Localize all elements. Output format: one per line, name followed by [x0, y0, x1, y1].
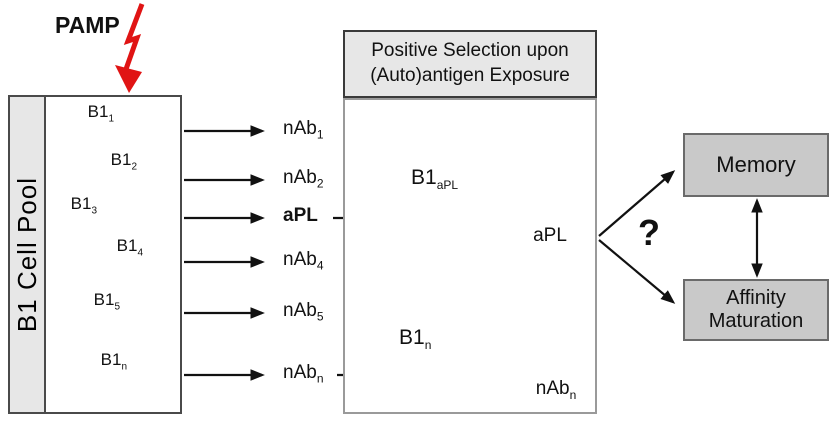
- arrow-to-affinity: [598, 239, 676, 304]
- selection-title-line1: Positive Selection upon: [371, 40, 569, 62]
- selection-title-line2: (Auto)antigen Exposure: [370, 65, 570, 86]
- b1-cell-pool-box: B1 Cell Pool: [8, 95, 182, 414]
- cluster-label-b1-n: B1n: [399, 326, 432, 353]
- secretion-arrows: [184, 125, 265, 381]
- cluster-label-b1-apl: B1aPL: [411, 166, 459, 193]
- antibody-label-nabn: nAbn: [535, 378, 577, 402]
- cell-label-b1-n: B1n: [100, 350, 127, 373]
- memory-label: Memory: [716, 152, 796, 177]
- secretion-label-nab4: nAb4: [283, 248, 324, 273]
- question-mark-label: ?: [638, 212, 660, 253]
- cell-label-b1-1: B11: [87, 102, 114, 125]
- secretion-label-nab2: nAb2: [283, 166, 324, 191]
- positive-selection-title-box: Positive Selection upon (Auto)antigen Ex…: [343, 30, 597, 98]
- antibody-label-apl: aPL: [533, 225, 567, 246]
- secretion-label-nab1: nAb1: [283, 117, 324, 142]
- positive-selection-box: [343, 98, 597, 414]
- cell-label-b1-4: B14: [116, 236, 143, 259]
- memory-box: Memory: [683, 133, 829, 197]
- secretion-label-apl: aPL: [283, 204, 318, 226]
- secretion-label-nab5: nAb5: [283, 299, 324, 324]
- cell-label-b1-5: B15: [93, 290, 120, 313]
- secretion-label-nabn: nAbn: [283, 361, 324, 386]
- pool-title: B1 Cell Pool: [11, 176, 42, 333]
- affinity-maturation-box: Affinity Maturation: [683, 279, 829, 341]
- pool-title-strip: B1 Cell Pool: [10, 97, 46, 412]
- pamp-label: PAMP: [55, 12, 120, 38]
- affinity-label-line1: Affinity: [726, 287, 786, 309]
- lightning-bolt-icon: [115, 3, 145, 93]
- cell-label-b1-2: B12: [110, 150, 137, 173]
- cell-label-b1-3: B13: [70, 194, 97, 217]
- arrow-to-memory: [598, 170, 676, 237]
- affinity-label-line2: Maturation: [708, 310, 804, 332]
